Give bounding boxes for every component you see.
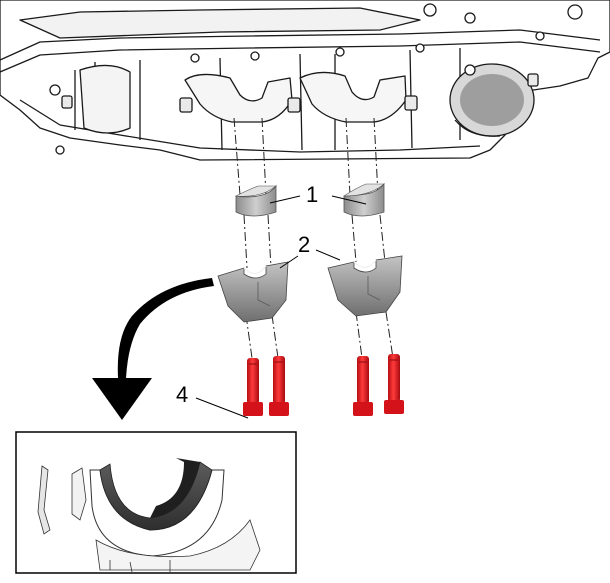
bolt-4 xyxy=(384,354,404,414)
callout-2: 2 xyxy=(298,232,310,257)
alignment-lines xyxy=(233,117,394,359)
bolt-3 xyxy=(353,356,373,416)
bearing-shell-left xyxy=(234,184,277,217)
bolt-2 xyxy=(269,356,289,416)
detail-inset xyxy=(15,431,297,574)
leader-lines xyxy=(192,195,367,459)
callout-4: 4 xyxy=(176,382,188,407)
engine-block xyxy=(0,0,610,161)
bearing-cap-right xyxy=(327,255,403,317)
bearing-cap-left xyxy=(217,261,289,323)
callout-1: 1 xyxy=(306,182,318,207)
bolt-1 xyxy=(243,358,263,416)
bearing-shell-right xyxy=(343,182,385,217)
curved-arrow-icon xyxy=(92,278,214,420)
